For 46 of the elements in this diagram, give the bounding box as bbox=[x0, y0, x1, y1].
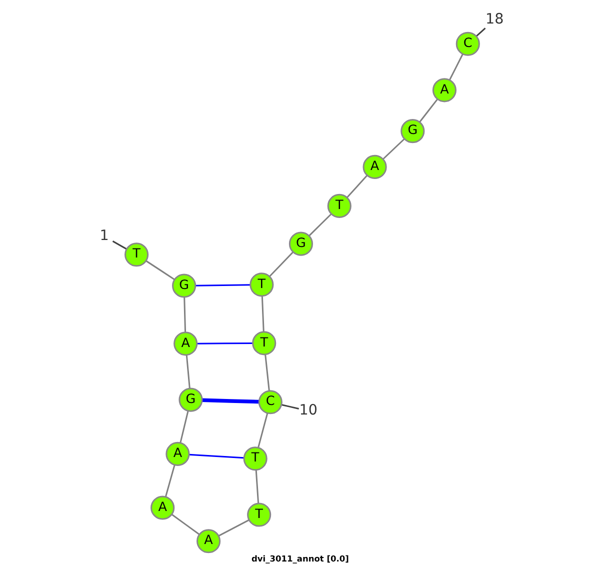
connector bbox=[180, 410, 189, 443]
connector bbox=[112, 240, 128, 250]
connector bbox=[196, 342, 253, 344]
connector bbox=[419, 98, 438, 122]
node-circle: A bbox=[150, 496, 175, 520]
node-circle: A bbox=[174, 332, 198, 356]
node-circle: T bbox=[250, 272, 274, 297]
connector bbox=[196, 284, 250, 286]
node-circle: C bbox=[456, 32, 480, 56]
connector bbox=[382, 138, 405, 160]
connector bbox=[269, 252, 294, 277]
connector bbox=[258, 412, 268, 448]
connector bbox=[449, 54, 464, 80]
node-text: 18 bbox=[485, 11, 504, 28]
node-circle: G bbox=[172, 274, 196, 298]
connector bbox=[218, 519, 250, 536]
connector bbox=[255, 470, 260, 504]
connector bbox=[202, 398, 260, 404]
node-circle: T bbox=[327, 194, 352, 218]
connector bbox=[261, 296, 264, 332]
node-circle: C bbox=[258, 390, 282, 414]
node-circle: A bbox=[432, 78, 456, 102]
node-circle: G bbox=[288, 232, 313, 256]
node-text: 1 bbox=[100, 228, 109, 244]
node-circle: T bbox=[243, 446, 268, 471]
connector bbox=[281, 404, 299, 410]
connector bbox=[164, 464, 176, 498]
node-circle: T bbox=[247, 502, 272, 527]
node-text: 10 bbox=[299, 402, 318, 419]
connector bbox=[146, 260, 175, 280]
connector bbox=[184, 297, 186, 332]
connector bbox=[264, 354, 270, 391]
connector bbox=[476, 28, 486, 37]
node-circle: T bbox=[124, 242, 149, 267]
connector bbox=[171, 514, 200, 535]
caption: dvi_3011_annot [0.0] bbox=[251, 553, 349, 564]
node-circle: A bbox=[362, 154, 387, 179]
node-circle: T bbox=[252, 331, 276, 356]
node-circle: G bbox=[178, 388, 203, 412]
connector bbox=[189, 454, 244, 459]
node-circle: G bbox=[400, 119, 425, 144]
connector bbox=[308, 213, 332, 236]
connector bbox=[186, 354, 190, 389]
node-circle: A bbox=[196, 529, 221, 554]
connector bbox=[346, 174, 368, 198]
node-circle: A bbox=[166, 442, 190, 466]
